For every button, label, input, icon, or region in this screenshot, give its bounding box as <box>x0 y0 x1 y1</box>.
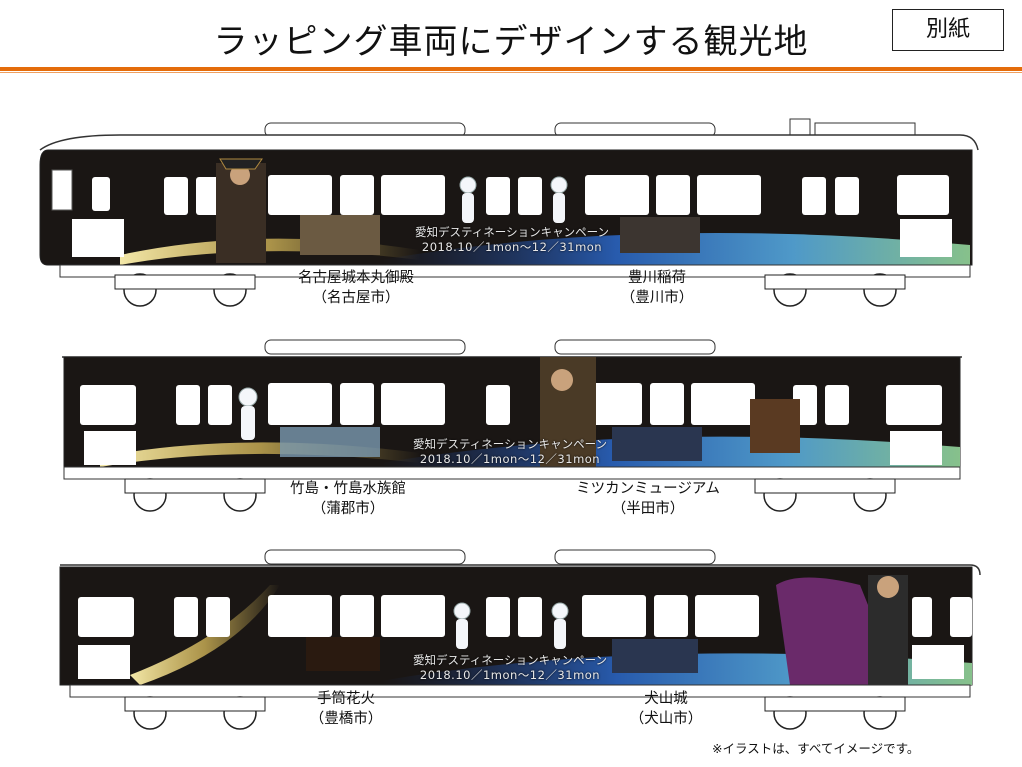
spot-label: 豊川稲荷 （豊川市） <box>620 270 694 306</box>
train-car-2: 愛知デスティネーションキャンペーン 2018.10／1mon〜12／31mon … <box>0 335 1022 525</box>
spot-label: 手筒花火 （豊橋市） <box>309 691 383 727</box>
spot-label: 犬山城 （犬山市） <box>629 691 703 727</box>
campaign-banner: 愛知デスティネーションキャンペーン 2018.10／1mon〜12／31mon <box>412 653 608 682</box>
header-rule <box>0 67 1022 71</box>
campaign-banner: 愛知デスティネーションキャンペーン 2018.10／1mon〜12／31mon <box>414 225 610 254</box>
campaign-banner: 愛知デスティネーションキャンペーン 2018.10／1mon〜12／31mon <box>412 437 608 466</box>
train-car-2-illustration <box>62 339 962 512</box>
spot-label: 竹島・竹島水族館 （蒲郡市） <box>290 481 406 517</box>
train-car-3-illustration <box>59 549 981 730</box>
page-title: ラッピング車両にデザインする観光地 <box>213 22 809 62</box>
footnote: ※イラストは、すべてイメージです。 <box>712 741 920 756</box>
train-car-1-illustration <box>39 118 979 307</box>
train-car-1: 愛知デスティネーションキャンペーン 2018.10／1mon〜12／31mon … <box>0 115 1022 315</box>
train-car-3: 愛知デスティネーションキャンペーン 2018.10／1mon〜12／31mon … <box>0 545 1022 735</box>
attachment-badge: 別紙 <box>892 9 1004 51</box>
spot-label: ミツカンミュージアム （半田市） <box>576 481 720 517</box>
spot-label: 名古屋城本丸御殿 （名古屋市） <box>298 270 414 306</box>
header-rule-thin <box>0 72 1022 73</box>
